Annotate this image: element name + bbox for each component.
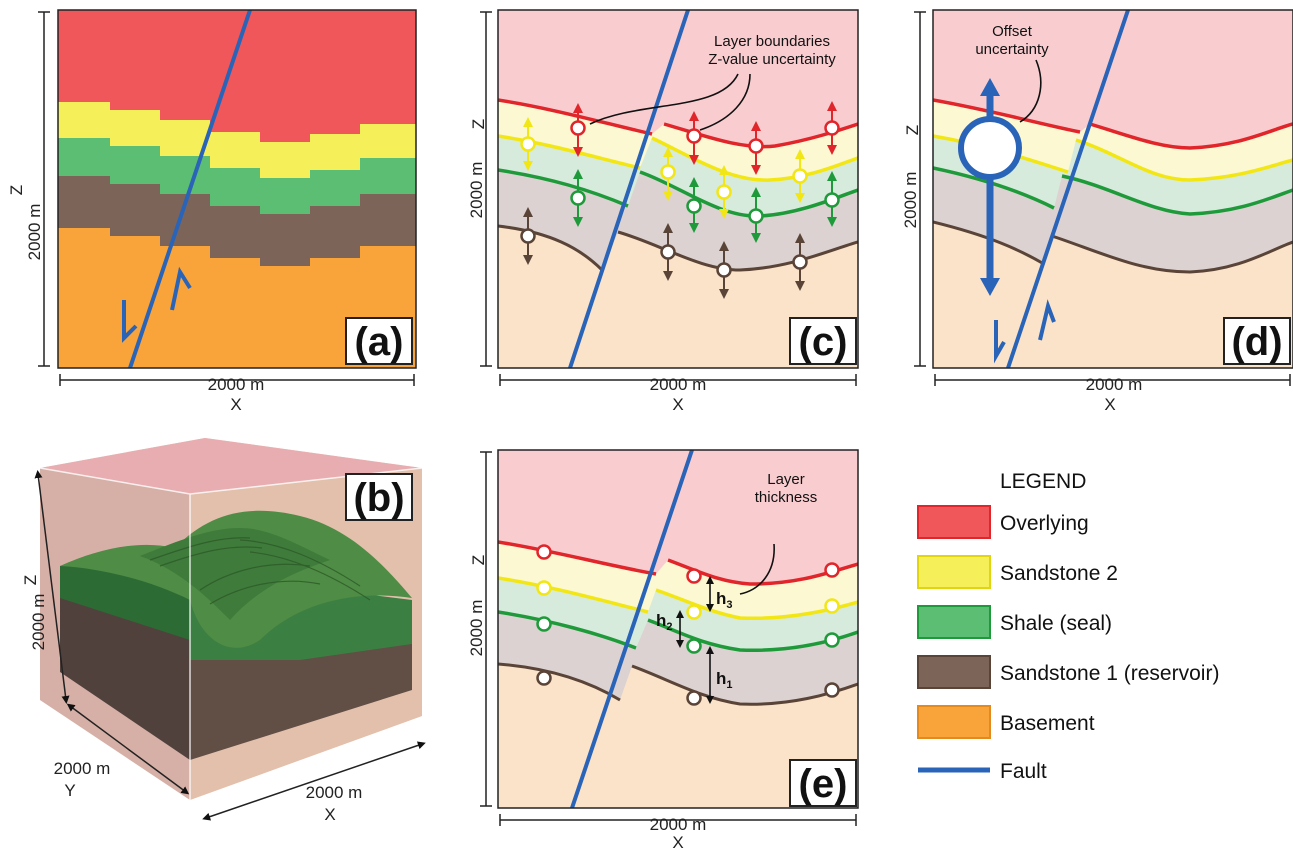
panel-d-x-length: 2000 m [1086,375,1143,394]
legend-label: Basement [1000,712,1095,735]
panel-e-x-label: X [672,833,683,851]
panel-e: h3 h2 h1 Layer thickness (e) 2000 m Z 20… [467,449,859,851]
panel-e-x-length: 2000 m [650,815,707,834]
legend-label: Sandstone 2 [1000,562,1118,585]
fault-line [128,10,252,368]
legend-swatch [917,505,991,539]
h1-subscript: 1 [726,679,732,691]
panel-a-tag: (a) [355,320,404,364]
panel-a-z-length: 2000 m [25,204,44,261]
panel-d-annotation-line2: uncertainty [975,41,1049,58]
legend-swatch [917,555,991,589]
panel-e-annotation-line1: Layer [767,471,805,488]
legend-item-basement: Basement [917,705,1095,739]
fault-line [568,10,690,368]
overlying-layer [58,10,416,142]
legend-label: Overlying [1000,512,1089,535]
fault-slip-up-arrow [170,266,192,311]
panel-e-tag: (e) [799,762,848,806]
legend-label: Sandstone 1 (reservoir) [1000,662,1219,685]
fault-line [1006,10,1130,368]
legend-item-sandstone1: Sandstone 1 (reservoir) [917,655,1219,689]
svg-text:h3: h3 [716,589,733,611]
panel-c-annotation-line2: Z-value uncertainty [708,51,836,68]
legend-swatch [917,605,991,639]
panel-b-x-length: 2000 m [306,783,363,802]
fault-line [570,450,694,808]
fault-slip-down-arrow [122,300,138,343]
panel-e-z-length: 2000 m [467,600,486,657]
panel-a-x-label: X [230,395,241,414]
panel-a-z-label: Z [7,185,26,195]
legend-label: Fault [1000,760,1047,783]
panel-a-tag-box [345,317,413,365]
legend-item-overlying: Overlying [917,505,1089,539]
panel-d-z-label: Z [903,125,922,135]
panel-c-tag: (c) [799,320,848,364]
h2-subscript: 2 [666,621,672,633]
panel-c-x-label: X [672,395,683,414]
h3-subscript: 3 [726,599,732,611]
h2-label: h [656,611,666,630]
panel-d: Offset uncertainty (d) 2000 m Z 2000 m X [901,9,1293,414]
annotation-leader [699,73,751,131]
panel-d-x-label: X [1104,395,1115,414]
panel-a: (a) 2000 m Z 2000 m X [7,9,417,414]
legend-swatch [917,705,991,739]
panel-b-z-label: Z [21,575,40,585]
panel-c-annotation-line1: Layer boundaries [714,33,830,50]
panel-b-y-label: Y [64,781,75,800]
h1-label: h [716,669,726,688]
legend-label: Shale (seal) [1000,612,1112,635]
panel-b-y-length: 2000 m [54,759,111,778]
panel-d-annotation-line1: Offset [992,23,1033,40]
legend-swatch [917,655,991,689]
boundary-control-points [520,120,840,278]
svg-text:h1: h1 [716,669,733,691]
panel-b-x-label: X [324,805,335,824]
panel-b: (b) 2000 m Z 2000 m Y 2000 m X [21,438,426,824]
offset-uncertainty-marker [958,116,1022,180]
panel-a-x-length: 2000 m [208,375,265,394]
panel-b-tag: (b) [353,476,404,520]
panel-b-z-length: 2000 m [29,594,48,651]
panel-e-z-label: Z [469,555,488,565]
legend: LEGEND Overlying Sandstone 2 Shale (seal… [917,470,1219,783]
panel-c: Layer boundaries Z-value uncertainty (c)… [467,9,859,414]
panel-c-x-length: 2000 m [650,375,707,394]
annotation-leader [589,73,739,125]
legend-item-shale: Shale (seal) [917,605,1112,639]
h3-label: h [716,589,726,608]
panel-c-z-label: Z [469,119,488,129]
panel-c-z-length: 2000 m [467,162,486,219]
svg-text:h2: h2 [656,611,673,633]
thickness-control-points [536,544,840,706]
panel-e-annotation-line2: thickness [755,489,818,506]
legend-item-fault: Fault [918,760,1047,783]
panel-d-tag: (d) [1231,320,1282,364]
legend-item-sandstone2: Sandstone 2 [917,555,1118,589]
legend-title: LEGEND [1000,470,1086,493]
overlying-fill [498,10,858,147]
panel-d-z-length: 2000 m [901,172,920,229]
